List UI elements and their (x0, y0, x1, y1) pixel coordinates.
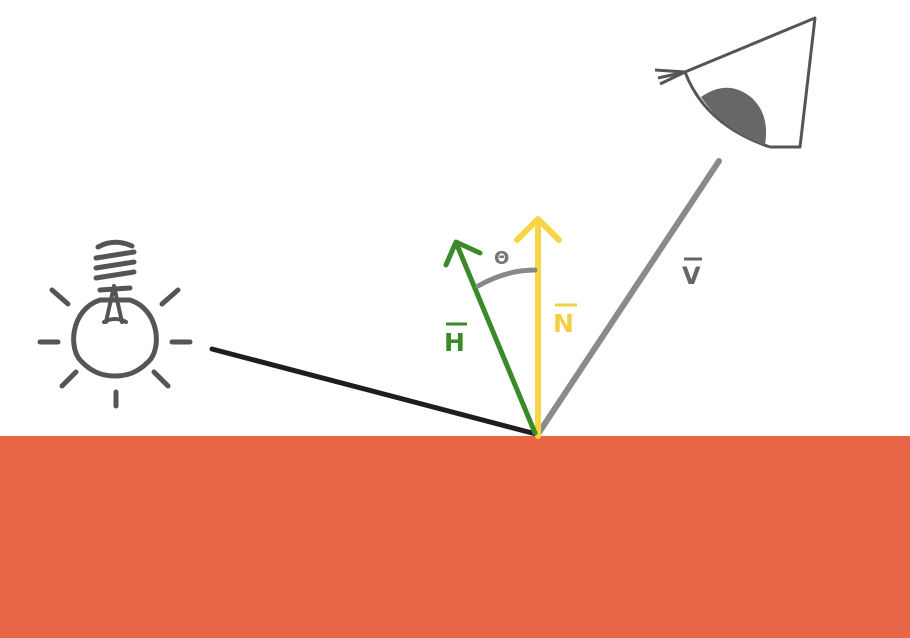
halfway-label: H (444, 322, 467, 357)
view-label: V (682, 257, 702, 290)
light-bulb-icon (37, 239, 193, 409)
surface (0, 436, 910, 638)
normal-vector (514, 216, 562, 439)
normal-label: N (553, 303, 577, 338)
view-label-text: V (682, 262, 701, 290)
halfway-vector (443, 239, 538, 436)
angle-arc (475, 267, 538, 289)
angle-label-text: Θ (494, 248, 509, 269)
halfway-label-text: H (444, 328, 465, 357)
light-ray (209, 346, 539, 437)
view-vector (535, 158, 722, 437)
normal-label-text: N (553, 309, 574, 338)
eye-icon (654, 16, 817, 149)
angle-label: Θ (494, 248, 509, 269)
